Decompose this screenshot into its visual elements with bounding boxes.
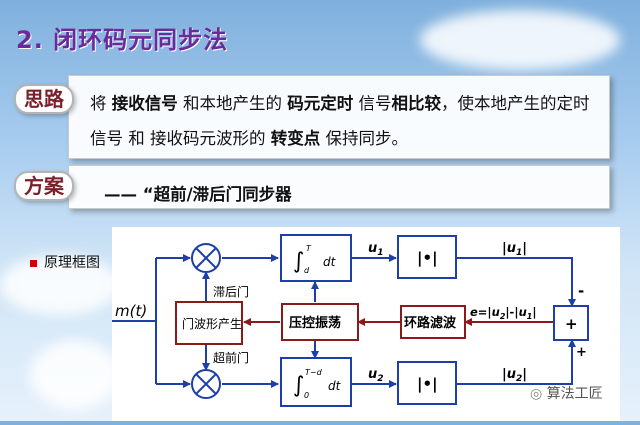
cloud	[420, 10, 620, 70]
vco-box	[281, 303, 359, 341]
integral-dt-bottom: dt	[328, 379, 342, 393]
scheme-tag: 方案	[14, 171, 74, 201]
plus-sign: +	[576, 345, 587, 360]
watermark-text: 算法工匠	[546, 386, 603, 402]
idea-segment: 转变点	[270, 129, 321, 148]
sum-box	[553, 305, 589, 341]
idea-segment: 和本地产生的	[177, 94, 288, 113]
bottom-multiplier	[191, 369, 221, 399]
integral-sign-top: ∫	[293, 249, 304, 274]
idea-segment: 保持同步。	[320, 129, 408, 148]
bottom-integrator-box	[280, 357, 352, 407]
loop-filter-label: 环路滤波	[404, 315, 457, 331]
integral-dt-top: dt	[323, 255, 337, 269]
abs-u1-to-sum-line	[457, 257, 576, 307]
idea-segment: 接收信号	[111, 94, 178, 113]
top-abs-label: |•|	[417, 249, 438, 268]
cloud	[30, 340, 120, 410]
cloud	[0, 255, 120, 315]
integral-lower-limit-top: d	[304, 266, 310, 275]
top-multiplier	[191, 243, 221, 273]
u2-label: u2	[368, 367, 384, 384]
gate-gen-label: 门波形产生	[182, 316, 242, 331]
idea-segment: 相比较	[391, 94, 442, 113]
idea-segment: 信号	[353, 94, 392, 113]
block-diagram-svg: m(t) 门波形产生 滞后门 超前门 压控振荡 环路滤波 ∫ T d dt ∫ …	[112, 234, 589, 407]
abs-u2-label: |u2|	[502, 367, 527, 384]
idea-segment: ，使本地产生的定时信号 和 接收码元波形的	[90, 94, 590, 148]
bottom-abs-label: |•|	[417, 375, 438, 394]
page-title: 2. 闭环码元同步法	[16, 26, 229, 54]
integral-upper-limit-bottom: T−d	[305, 368, 323, 377]
integral-upper-limit-top: T	[306, 244, 312, 253]
input-label: m(t)	[115, 302, 147, 320]
minus-sign: -	[578, 282, 584, 300]
bullet-item: 原理框图	[30, 252, 100, 272]
bottom-abs-box	[397, 361, 457, 405]
sum-symbol: +	[565, 315, 578, 333]
gate-gen-box	[175, 301, 243, 345]
late-gate-label: 滞后门	[213, 284, 249, 299]
vco-label: 压控振荡	[289, 315, 341, 331]
red-square-icon	[30, 259, 37, 267]
abs-u1-label: |u1|	[502, 241, 527, 258]
idea-tag: 思路	[14, 84, 74, 114]
watermark: ◎ 算法工匠	[530, 383, 603, 403]
scheme-panel	[68, 165, 610, 209]
wechat-icon: ◎	[530, 386, 547, 402]
top-abs-box	[397, 235, 457, 279]
block-diagram: m(t) 门波形产生 滞后门 超前门 压控振荡 环路滤波 ∫ T d dt ∫ …	[112, 227, 620, 421]
bullet-label: 原理框图	[44, 255, 100, 271]
idea-segment: 将	[90, 94, 112, 113]
top-integrator-box	[280, 234, 352, 282]
error-equation: e=|u2|-|u1|	[470, 305, 537, 321]
early-gate-label: 超前门	[213, 350, 249, 365]
idea-panel	[68, 75, 610, 159]
u1-label: u1	[368, 241, 384, 258]
abs-u2-to-sum-line	[457, 339, 576, 385]
idea-text: 将 接收信号 和本地产生的 码元定时 信号相比较，使本地产生的定时信号 和 接收…	[90, 86, 595, 156]
loop-filter-box	[400, 305, 466, 339]
integral-lower-limit-bottom: 0	[304, 391, 309, 400]
idea-segment: 码元定时	[287, 94, 354, 113]
scheme-text: —— “超前/滞后门同步器	[104, 185, 292, 204]
integral-sign-bottom: ∫	[293, 373, 304, 398]
